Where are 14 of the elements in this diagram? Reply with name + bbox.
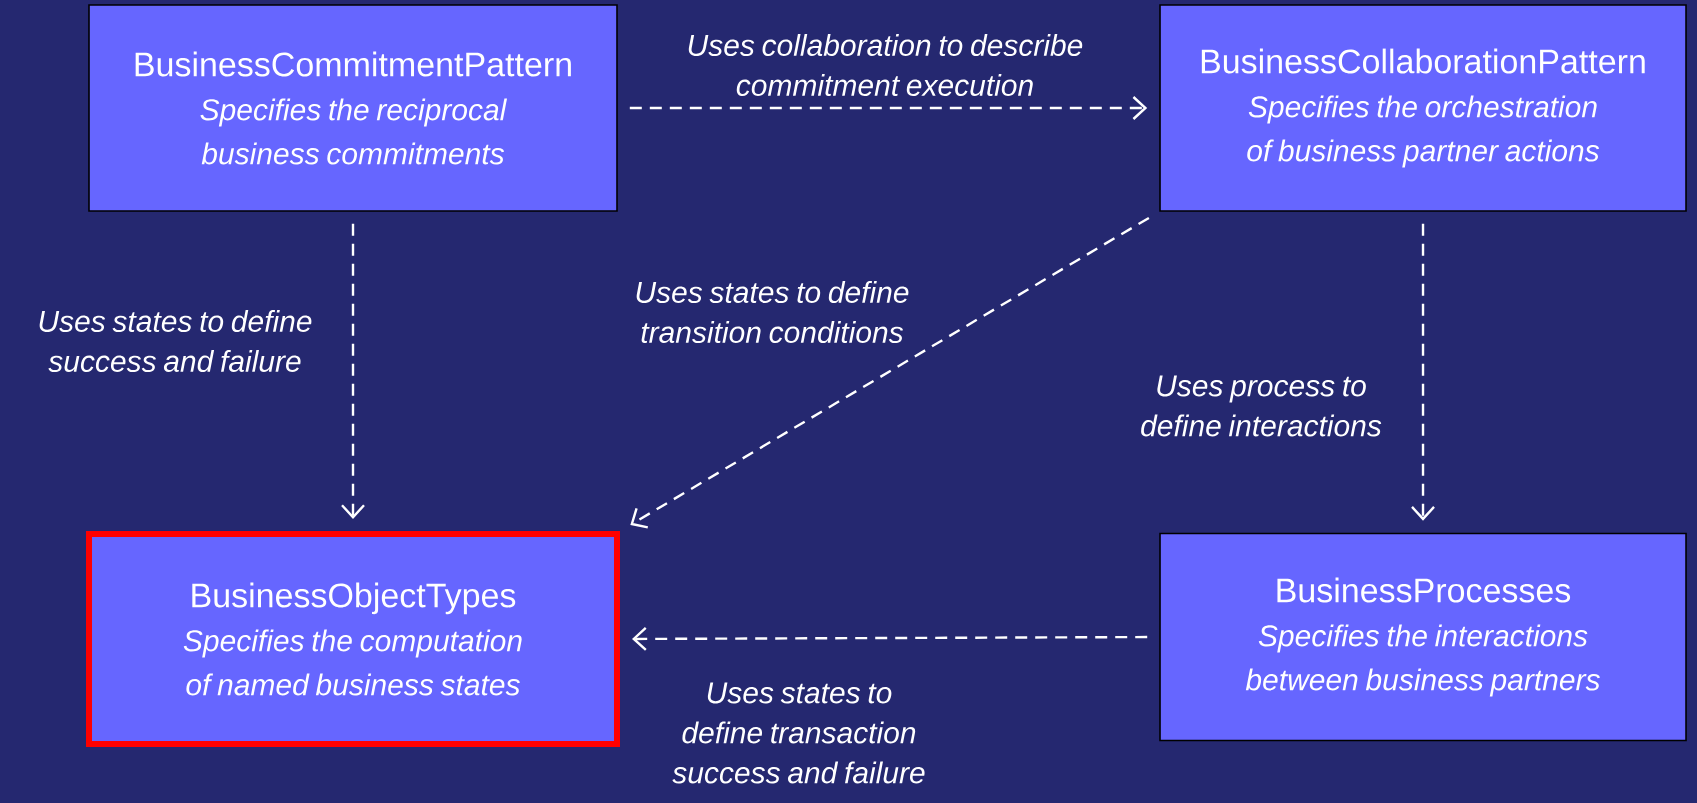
edge-label: Uses states to define success and failure: [39, 310, 312, 373]
process-box: BusinessObjectTypes Specifies the computation of named business states: [86, 531, 620, 747]
arrow: [629, 96, 1148, 120]
process-box: BusinessCollaborationPattern Specifies the orchestration of business partner actions: [1159, 4, 1687, 212]
edge-label: Uses states to define transaction success and failure: [672, 682, 925, 784]
process-box: BusinessProcesses Specifies the interactions between business partners: [1159, 532, 1687, 742]
edge-label: Uses collaboration to describe commitment execution: [688, 34, 1083, 96]
arrow: [632, 627, 1148, 651]
edge-label: Uses process to define interactions: [1141, 375, 1382, 437]
arrow: [630, 216, 1150, 529]
edge-label: Uses states to define transition conditions: [636, 281, 909, 344]
arrow: [1411, 223, 1435, 521]
process-box: BusinessCommitmentPattern Specifies the reciprocal business commitments: [88, 4, 618, 212]
arrow: [341, 223, 365, 519]
